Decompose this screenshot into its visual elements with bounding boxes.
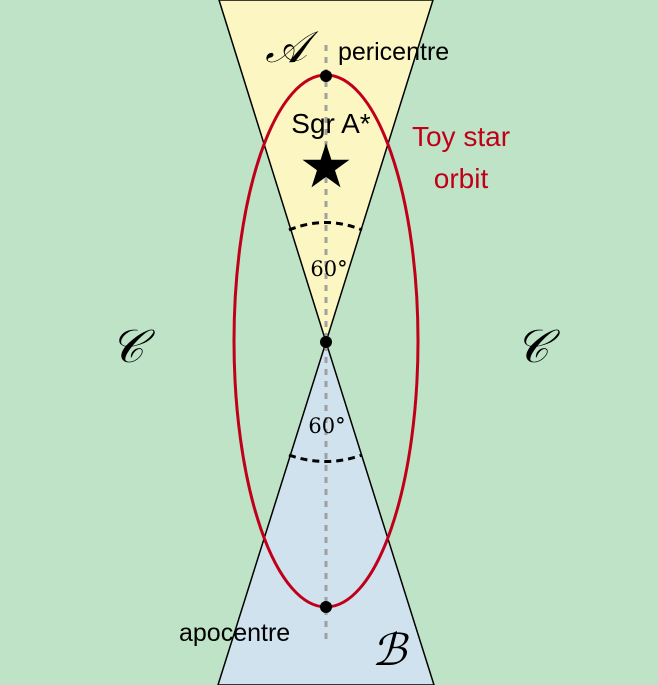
angle-arc-top xyxy=(288,221,363,232)
region-label-b: ℬ xyxy=(372,625,410,676)
pericentre-label: pericentre xyxy=(338,38,449,66)
orbit-label-line2: orbit xyxy=(434,163,489,194)
sgr-a-star-label: Sgr A* xyxy=(291,108,370,139)
orbit-label-line1: Toy star xyxy=(412,121,510,152)
angle-label-bottom: 60° xyxy=(308,414,345,438)
pericentre-point xyxy=(320,70,332,82)
focus-point xyxy=(320,336,332,348)
star-icon xyxy=(302,143,350,188)
angle-label-top: 60° xyxy=(310,257,347,281)
angle-arc-bottom xyxy=(288,453,363,463)
apocentre-point xyxy=(320,601,332,613)
apocentre-label: apocentre xyxy=(179,619,290,647)
